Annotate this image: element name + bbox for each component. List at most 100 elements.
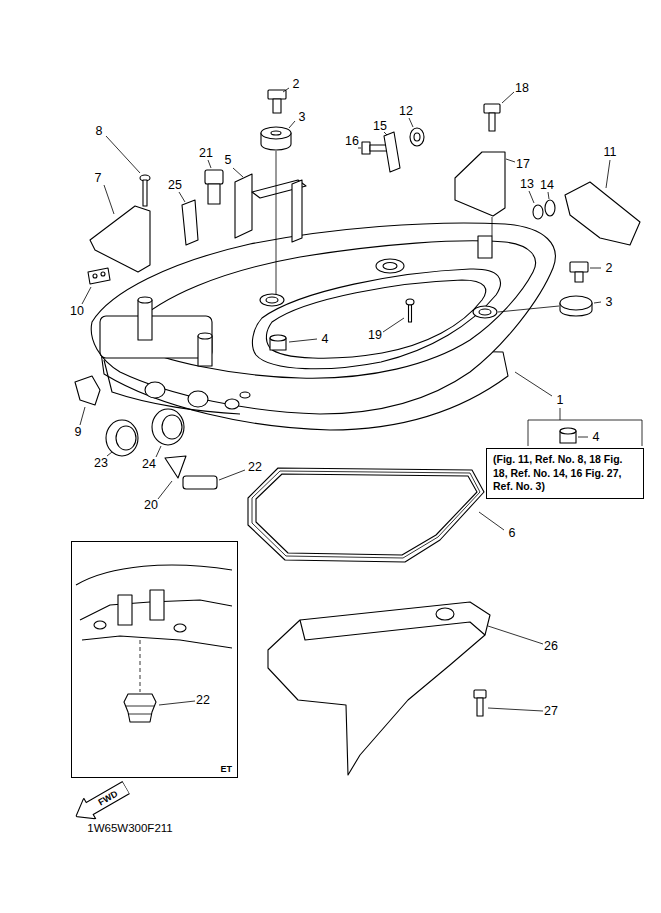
leader-line bbox=[590, 268, 601, 269]
part-drawing bbox=[182, 200, 198, 245]
callout-number: 25 bbox=[168, 179, 182, 192]
part-drawing bbox=[162, 415, 182, 439]
callout-number: 3 bbox=[299, 111, 306, 124]
apron-panel bbox=[268, 602, 490, 775]
part-drawing bbox=[414, 133, 420, 141]
inset-drawing bbox=[76, 565, 232, 585]
inset-drawing bbox=[76, 565, 232, 722]
inset-drawing bbox=[174, 624, 186, 632]
part-drawing bbox=[75, 90, 640, 489]
inset-drawing bbox=[128, 714, 152, 715]
bottom-cowling bbox=[104, 360, 240, 414]
apron-panel bbox=[474, 690, 486, 698]
callout-number: 7 bbox=[95, 172, 102, 185]
part-drawing bbox=[75, 376, 100, 405]
apron-panel bbox=[436, 608, 454, 620]
apron-panel bbox=[268, 602, 490, 775]
leader-line bbox=[289, 121, 295, 128]
part-drawing bbox=[489, 113, 495, 131]
leader-line bbox=[409, 118, 413, 127]
apron-panel bbox=[300, 620, 485, 640]
callout-number: 20 bbox=[144, 499, 158, 512]
part-drawing bbox=[410, 128, 424, 146]
callout-number: 4 bbox=[593, 431, 600, 444]
part-drawing bbox=[205, 170, 223, 184]
part-drawing bbox=[93, 274, 97, 278]
inset-drawing bbox=[94, 621, 106, 629]
part-drawing bbox=[116, 426, 136, 450]
bottom-cowling bbox=[138, 300, 152, 340]
part-drawing bbox=[533, 205, 543, 219]
inset-drawing bbox=[124, 694, 156, 722]
part-drawing bbox=[565, 182, 640, 245]
gasket bbox=[248, 468, 484, 562]
part-drawing bbox=[362, 142, 370, 154]
callout-number: 23 bbox=[94, 457, 108, 470]
part-drawing bbox=[101, 272, 105, 276]
callout-number: 2 bbox=[606, 262, 613, 275]
bottom-cowling bbox=[198, 336, 212, 366]
group-bracket bbox=[528, 408, 642, 446]
leader-line bbox=[479, 512, 504, 530]
leader-line bbox=[578, 437, 588, 438]
leader-line bbox=[529, 191, 534, 203]
callout-number: 5 bbox=[225, 154, 232, 167]
callout-number: 14 bbox=[540, 179, 554, 192]
part-drawing bbox=[545, 200, 555, 216]
leader-line bbox=[80, 407, 85, 425]
part-drawing bbox=[106, 420, 138, 456]
callout-number: 10 bbox=[70, 305, 84, 318]
leader-line bbox=[158, 481, 172, 499]
part-drawing bbox=[560, 428, 576, 434]
callout-number: 6 bbox=[509, 527, 516, 540]
callout-number: 17 bbox=[516, 158, 530, 171]
part-drawing bbox=[165, 456, 186, 478]
part-drawing bbox=[183, 476, 217, 489]
bottom-cowling bbox=[252, 269, 500, 369]
inset-drawing bbox=[82, 636, 232, 648]
leader-line bbox=[208, 160, 211, 168]
gasket bbox=[248, 468, 484, 562]
leader-line bbox=[594, 302, 601, 303]
part-drawing bbox=[143, 180, 147, 206]
bottom-cowling bbox=[266, 280, 485, 358]
leader-line bbox=[80, 88, 610, 711]
part-drawing bbox=[270, 335, 286, 341]
part-drawing bbox=[88, 268, 110, 284]
bottom-cowling bbox=[478, 236, 492, 258]
part-drawing bbox=[570, 262, 588, 272]
callout-number: 26 bbox=[544, 640, 558, 653]
callout-number: 21 bbox=[199, 147, 213, 160]
leader-line bbox=[82, 287, 91, 304]
bottom-cowling bbox=[479, 309, 491, 315]
callout-number: 12 bbox=[399, 105, 413, 118]
detail-inset: ET bbox=[71, 541, 238, 778]
leader-line bbox=[179, 192, 185, 202]
callout-number: 4 bbox=[322, 333, 329, 346]
leader-line bbox=[289, 339, 317, 342]
bottom-cowling bbox=[260, 294, 284, 306]
node-text: ET bbox=[220, 764, 232, 774]
bottom-cowling bbox=[91, 223, 555, 430]
node-text: (Fig. 11, Ref. No. 8, 18 Fig. 18, Ref. N… bbox=[493, 453, 637, 494]
leader-line bbox=[104, 185, 114, 214]
leader-line bbox=[219, 470, 245, 480]
bottom-cowling bbox=[138, 297, 152, 303]
gasket bbox=[256, 474, 477, 555]
callout-number: 24 bbox=[142, 458, 156, 471]
callout-number: 13 bbox=[520, 178, 534, 191]
leader-line bbox=[106, 136, 140, 173]
part-drawing bbox=[152, 409, 184, 445]
leader-line bbox=[515, 372, 552, 396]
part-drawing bbox=[409, 305, 412, 322]
leader-line bbox=[502, 92, 514, 103]
leader-line bbox=[383, 318, 404, 332]
bottom-cowling bbox=[188, 391, 208, 407]
leader-line bbox=[384, 132, 387, 135]
callout-number: 22 bbox=[196, 694, 210, 707]
bottom-cowling bbox=[91, 223, 555, 414]
part-drawing bbox=[273, 99, 281, 113]
part-drawing bbox=[235, 174, 252, 238]
part-drawing bbox=[484, 104, 500, 113]
bottom-cowling bbox=[383, 263, 397, 270]
